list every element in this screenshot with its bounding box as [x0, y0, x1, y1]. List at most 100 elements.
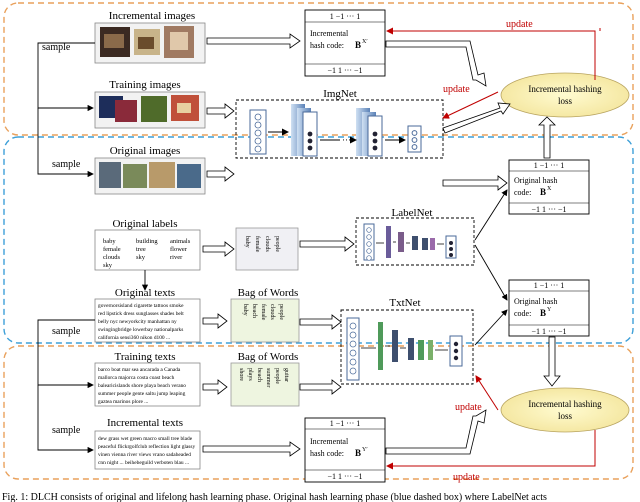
- svg-text:plays: plays: [247, 368, 253, 381]
- label-word: sky: [136, 254, 146, 261]
- text-line: peaceful flickrgolfclub reflection light…: [98, 443, 196, 450]
- bow-top-panel: [230, 298, 300, 343]
- text-line: barco boat mar sea ancarada a Canada: [98, 367, 181, 373]
- svg-text:beach: beach: [256, 368, 262, 382]
- heading-training-texts: Training texts: [114, 351, 175, 363]
- loss-top-line1: Incremental hashing: [528, 84, 602, 94]
- svg-text:baby: baby: [242, 304, 248, 316]
- label-vector-words: baby female clouds people: [244, 236, 280, 253]
- labelnet-box: [355, 217, 475, 266]
- svg-text:−1 1 ··· −1: −1 1 ··· −1: [327, 66, 362, 75]
- loss-ellipse-top: [500, 72, 630, 118]
- figure-caption: Fig. 1: DLCH consists of original and li…: [2, 492, 547, 502]
- txtnet-label: TxtNet: [389, 297, 420, 309]
- loss-arrows: [385, 40, 561, 455]
- svg-text:female: female: [260, 304, 267, 321]
- svg-text:Incremental: Incremental: [310, 437, 349, 446]
- original-text-hash-box: 1 −1 ··· 1 −1 1 ··· −1 Original hash cod…: [508, 279, 590, 337]
- svg-text:hash code:: hash code:: [310, 449, 344, 458]
- text-line: dew grass wet green macro small tree bla…: [98, 436, 193, 442]
- svg-text:1 −1 ··· 1: 1 −1 ··· 1: [534, 161, 565, 170]
- text-line: red lipstick dress sunglasses shades bel…: [98, 311, 184, 317]
- label-word: sky: [103, 262, 113, 269]
- heading-bag-of-words-top: Bag of Words: [238, 287, 299, 299]
- sample-label: sample: [42, 42, 71, 53]
- imgnet-layers: ···: [249, 104, 422, 157]
- svg-text:shore: shore: [238, 368, 244, 381]
- sample-label: sample: [52, 425, 81, 436]
- svg-text:B: B: [540, 308, 546, 318]
- svg-text:Incremental: Incremental: [310, 29, 349, 38]
- svg-text:clouds: clouds: [264, 236, 270, 252]
- incremental-texts-box: [94, 430, 201, 470]
- original-image-hash-box: 1 −1 ··· 1 −1 1 ··· −1 Original hash cod…: [508, 159, 590, 215]
- heading-incremental-texts: Incremental texts: [107, 417, 183, 429]
- original-texts-box: [94, 298, 201, 343]
- heading-incremental-images: Incremental images: [109, 10, 195, 22]
- svg-text:1 −1 ··· 1: 1 −1 ··· 1: [534, 281, 565, 290]
- svg-text:Y: Y: [547, 307, 552, 313]
- incremental-text-hash-box: 1 −1 ··· 1 −1 1 ··· −1 Incremental hash …: [304, 417, 386, 483]
- training-images-thumbs: [94, 91, 206, 129]
- txtnet-layers: [346, 317, 463, 381]
- text-line: california sensi360 nikon d100 ...: [98, 334, 170, 341]
- svg-text:hash code:: hash code:: [310, 41, 344, 50]
- text-line: swingingbridge lowerbay nationalparks: [98, 327, 183, 333]
- incremental-images-thumbs: [94, 22, 206, 64]
- svg-text:Y′: Y′: [362, 447, 368, 453]
- top-incremental-phase-box: [3, 2, 634, 136]
- text-line: belly nyc newyorkcity manhattan ny: [98, 319, 177, 325]
- heading-training-images: Training images: [109, 79, 180, 91]
- labelnet-layers: [363, 223, 457, 261]
- label-word: river: [170, 254, 183, 261]
- svg-text:baby: baby: [244, 236, 250, 248]
- bow-top-words: baby beach female clouds people: [242, 304, 284, 321]
- svg-text:B: B: [355, 448, 361, 458]
- network-output-lines: [474, 189, 508, 346]
- txtnet-box: [340, 309, 474, 385]
- update-label: update: [443, 84, 470, 95]
- label-word: animals: [170, 238, 191, 245]
- ellipsis-glyph: ···: [342, 135, 351, 145]
- heading-original-images: Original images: [110, 145, 181, 157]
- svg-text:people: people: [274, 368, 280, 384]
- svg-text:−1 1 ··· −1: −1 1 ··· −1: [531, 327, 566, 336]
- labelnet-label: LabelNet: [392, 207, 433, 219]
- svg-text:B: B: [540, 187, 546, 197]
- svg-text:clouds: clouds: [269, 304, 275, 320]
- text-line: vinen vienna river views vrano sadaheade…: [98, 452, 191, 458]
- sample-label: sample: [52, 159, 81, 170]
- svg-text:−1 1 ··· −1: −1 1 ··· −1: [327, 472, 362, 481]
- svg-text:summer: summer: [265, 368, 271, 387]
- svg-text:people: people: [274, 236, 280, 252]
- loss-bottom-line1: Incremental hashing: [528, 399, 602, 409]
- label-word: tree: [136, 246, 146, 253]
- text-line: cnn night ... beihebeguild verboten blau…: [98, 460, 189, 466]
- text-line: balearicislands shore playa beach verano: [98, 383, 186, 389]
- svg-text:beach: beach: [251, 304, 257, 318]
- loss-top-line2: loss: [558, 96, 573, 106]
- hollow-arrows: [202, 33, 508, 457]
- svg-text:B: B: [355, 40, 361, 50]
- sample-bracket-lines: [37, 42, 149, 454]
- training-texts-box: [94, 362, 201, 407]
- label-word: female: [103, 246, 121, 253]
- sample-label: sample: [52, 326, 81, 337]
- label-word: building: [136, 238, 158, 245]
- text-line: mallorca majorca costa coast beach: [98, 375, 175, 381]
- heading-bag-of-words-bottom: Bag of Words: [238, 351, 299, 363]
- svg-text:people: people: [278, 304, 284, 320]
- svg-text:1 −1 ··· 1: 1 −1 ··· 1: [330, 419, 361, 428]
- svg-text:female: female: [254, 236, 261, 253]
- label-word: flower: [170, 246, 188, 253]
- update-arrows: [386, 27, 601, 470]
- bow-bottom-panel: [230, 362, 300, 407]
- svg-text:X: X: [547, 186, 552, 192]
- svg-text:code:: code:: [514, 188, 531, 197]
- svg-text:Original hash: Original hash: [514, 297, 557, 306]
- svg-text:guitar: guitar: [283, 368, 289, 382]
- original-images-thumbs: [94, 157, 206, 195]
- heading-original-labels: Original labels: [112, 218, 177, 230]
